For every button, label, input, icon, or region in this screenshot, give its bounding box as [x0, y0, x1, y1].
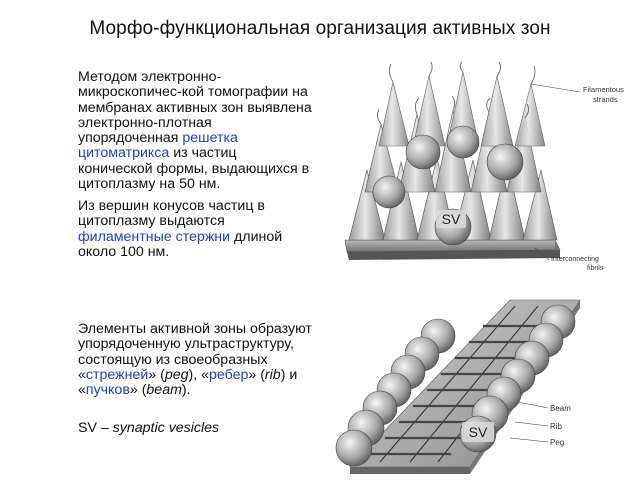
fig1-label-interconnecting: Interconnecting	[551, 256, 599, 263]
fig2-label-peg: Peg	[550, 438, 564, 447]
active-zone-cone-lattice-figure: SV Filamentous strands Interconnecting f…	[344, 62, 624, 272]
fig1-label-fibrils: fibrils	[587, 265, 604, 272]
highlight-peg: стрежней	[85, 366, 149, 383]
paragraph-cytomatrix: Методом электронно-микроскопичес-кой том…	[78, 69, 312, 193]
fig2-label-rib: Rib	[550, 422, 563, 431]
highlight-beam: пучков	[85, 382, 130, 399]
page-title: Морфо-функциональная организация активны…	[89, 18, 551, 39]
fig2-label-beam: Beam	[550, 404, 571, 413]
highlight-filament-rods: филаментные стержни	[78, 228, 231, 245]
paragraph-filaments: Из вершин конусов частиц в цитоплазму вы…	[78, 198, 283, 260]
fig1-label-filamentous: Filamentous	[583, 85, 624, 94]
paragraph-sv-legend: SV – synaptic vesicles	[78, 420, 220, 436]
paragraph-structure: Элементы активной зоны образуют упорядоч…	[78, 321, 312, 399]
highlight-cytomatrix-lattice: решетка цитоматрикса	[78, 130, 238, 162]
fig1-label-strands: strands	[593, 95, 618, 104]
active-zone-peg-rib-beam-figure: SV Beam Rib Peg	[335, 299, 581, 474]
fig1-sv-label: SV	[442, 211, 461, 227]
fig2-sv-label: SV	[469, 424, 488, 440]
highlight-rib: ребер	[208, 366, 249, 383]
